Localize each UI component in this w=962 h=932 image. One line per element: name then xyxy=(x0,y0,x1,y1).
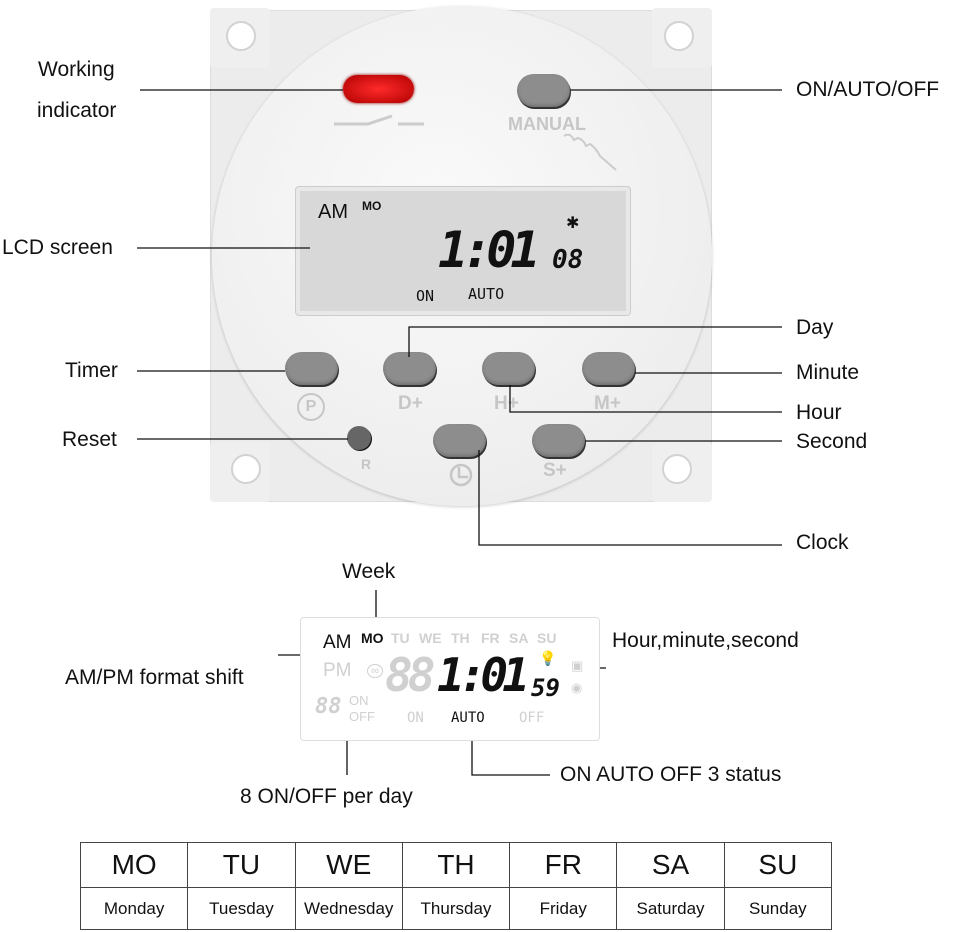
lcd2-day-we: WE xyxy=(419,630,442,646)
hms-label: Hour,minute,second xyxy=(612,629,799,652)
timer-label: P xyxy=(297,393,325,421)
random-icon: ▣ xyxy=(571,658,584,673)
table-cell: Wednesday xyxy=(294,887,403,930)
lcd-auto: AUTO xyxy=(468,285,505,303)
lcd-light-icon: ✱ xyxy=(566,215,580,232)
day-button[interactable] xyxy=(383,352,436,385)
lcd2-off: OFF xyxy=(519,710,545,726)
day-abbreviation-table: MO TU WE TH FR SA SU Monday Tuesday Wedn… xyxy=(79,842,833,930)
hand-press-icon xyxy=(563,133,617,171)
day-label: D+ xyxy=(398,393,423,414)
reset-button[interactable] xyxy=(347,426,371,450)
minute-label: M+ xyxy=(594,393,621,414)
minute-button[interactable] xyxy=(582,352,635,385)
lcd2-day-sa: SA xyxy=(509,630,529,646)
manual-on-auto-off-button[interactable] xyxy=(517,74,570,107)
lcd2-time-dim: 88 xyxy=(385,648,435,702)
lcd2-seconds: 59 xyxy=(531,674,560,702)
table-cell: Monday xyxy=(79,887,189,930)
table-cell: TH xyxy=(401,842,511,888)
second-label: S+ xyxy=(543,460,567,481)
lcd2-day-su: SU xyxy=(537,630,557,646)
table-row: MO TU WE TH FR SA SU xyxy=(79,842,833,888)
clock-button[interactable] xyxy=(433,424,486,457)
prog-number-dim: 88 xyxy=(315,694,342,719)
lcd-on: ON xyxy=(416,287,435,305)
hour-label: H+ xyxy=(494,393,519,414)
lcd2-day-tu: TU xyxy=(391,630,410,646)
table-cell: SA xyxy=(616,842,725,888)
lcd2-am: AM xyxy=(323,632,352,653)
week-label: Week xyxy=(342,560,396,583)
lcd-seconds: 08 xyxy=(552,245,584,275)
lcd2-pm: PM xyxy=(323,660,352,681)
table-cell: SU xyxy=(723,842,833,888)
cycle-icon: ∞ xyxy=(367,664,383,678)
table-row: Monday Tuesday Wednesday Thursday Friday… xyxy=(79,887,833,930)
lcd2-prog-on: ON xyxy=(349,693,369,708)
lcd-screen: AM MO 1:01 08 ✱ ON AUTO xyxy=(296,187,630,315)
clock-icon xyxy=(449,463,473,487)
callout-reset: Reset xyxy=(62,428,117,451)
lcd2-day-mo: MO xyxy=(361,630,384,646)
callout-hour: Hour xyxy=(796,401,842,424)
screw-hole xyxy=(664,21,694,51)
table-cell: WE xyxy=(294,842,403,888)
status-label: ON AUTO OFF 3 status xyxy=(560,763,782,786)
timer-button[interactable] xyxy=(285,352,338,385)
callout-timer: Timer xyxy=(65,359,118,382)
screw-hole xyxy=(226,21,256,51)
second-button[interactable] xyxy=(532,424,585,457)
lcd-segment-diagram: AM PM MO TU WE TH FR SA SU ∞ 88 1:01 59 … xyxy=(300,617,600,741)
callout-working-indicator: Working xyxy=(38,58,115,81)
lcd2-day-th: TH xyxy=(451,630,470,646)
callout-lcd-screen: LCD screen xyxy=(2,236,113,259)
table-cell: Friday xyxy=(509,887,618,930)
callout-minute: Minute xyxy=(796,361,860,384)
lcd2-prog-off: OFF xyxy=(349,709,375,724)
hour-button[interactable] xyxy=(482,352,535,385)
table-cell: FR xyxy=(509,842,618,888)
callout-second: Second xyxy=(796,430,868,453)
callout-on-auto-off: ON/AUTO/OFF xyxy=(796,78,940,101)
lcd-am: AM xyxy=(318,201,348,223)
table-cell: Saturday xyxy=(616,887,725,930)
table-cell: Tuesday xyxy=(187,887,296,930)
manual-label: MANUAL xyxy=(508,114,586,134)
callout-day: Day xyxy=(796,316,834,339)
lcd2-time: 1:01 xyxy=(437,648,530,702)
screw-hole xyxy=(231,454,261,484)
lcd2-on: ON xyxy=(407,710,424,726)
screw-hole xyxy=(662,454,692,484)
callout-working-indicator-2: indicator xyxy=(37,99,117,122)
reset-label: R xyxy=(361,456,372,472)
table-cell: Thursday xyxy=(401,887,511,930)
lcd2-auto: AUTO xyxy=(451,710,485,726)
switch-symbol-icon xyxy=(334,114,424,126)
lcd-day: MO xyxy=(362,199,382,213)
people-icon: ◉ xyxy=(571,680,583,695)
ampm-label: AM/PM format shift xyxy=(65,666,244,689)
light-icon: 💡 xyxy=(539,650,557,666)
lcd2-day-fr: FR xyxy=(481,630,500,646)
onoff-per-day-label: 8 ON/OFF per day xyxy=(240,785,413,808)
table-cell: TU xyxy=(187,842,296,888)
callout-clock: Clock xyxy=(796,531,849,554)
working-indicator-led xyxy=(343,75,414,103)
lcd-time: 1:01 xyxy=(438,221,540,279)
table-cell: Sunday xyxy=(723,887,833,930)
table-cell: MO xyxy=(79,842,189,888)
